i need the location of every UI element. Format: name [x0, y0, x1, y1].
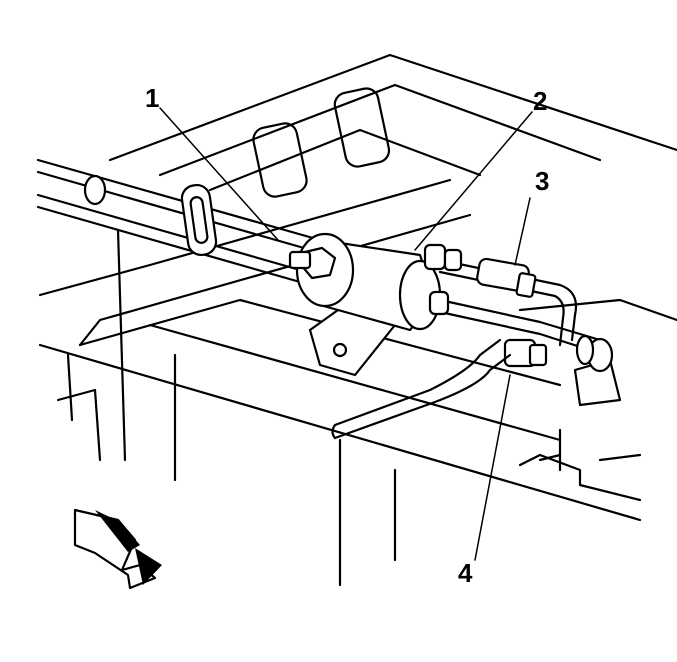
leader-line-4 [474, 374, 511, 561]
leader-line-1 [159, 107, 279, 241]
callouts: 1 2 3 4 [145, 83, 549, 588]
leader-lines [159, 107, 533, 561]
vehicle-frame [38, 53, 677, 587]
quick-connect-fittings [476, 257, 614, 373]
callout-1: 1 [145, 83, 159, 113]
callout-2: 2 [533, 86, 547, 116]
leader-line-3 [514, 197, 531, 266]
direction-arrow-icon [73, 508, 162, 590]
flex-hose [331, 338, 512, 440]
callout-3: 3 [535, 166, 549, 196]
leader-line-2 [414, 111, 533, 251]
fuel-filter [288, 232, 463, 377]
callout-4: 4 [458, 558, 473, 588]
